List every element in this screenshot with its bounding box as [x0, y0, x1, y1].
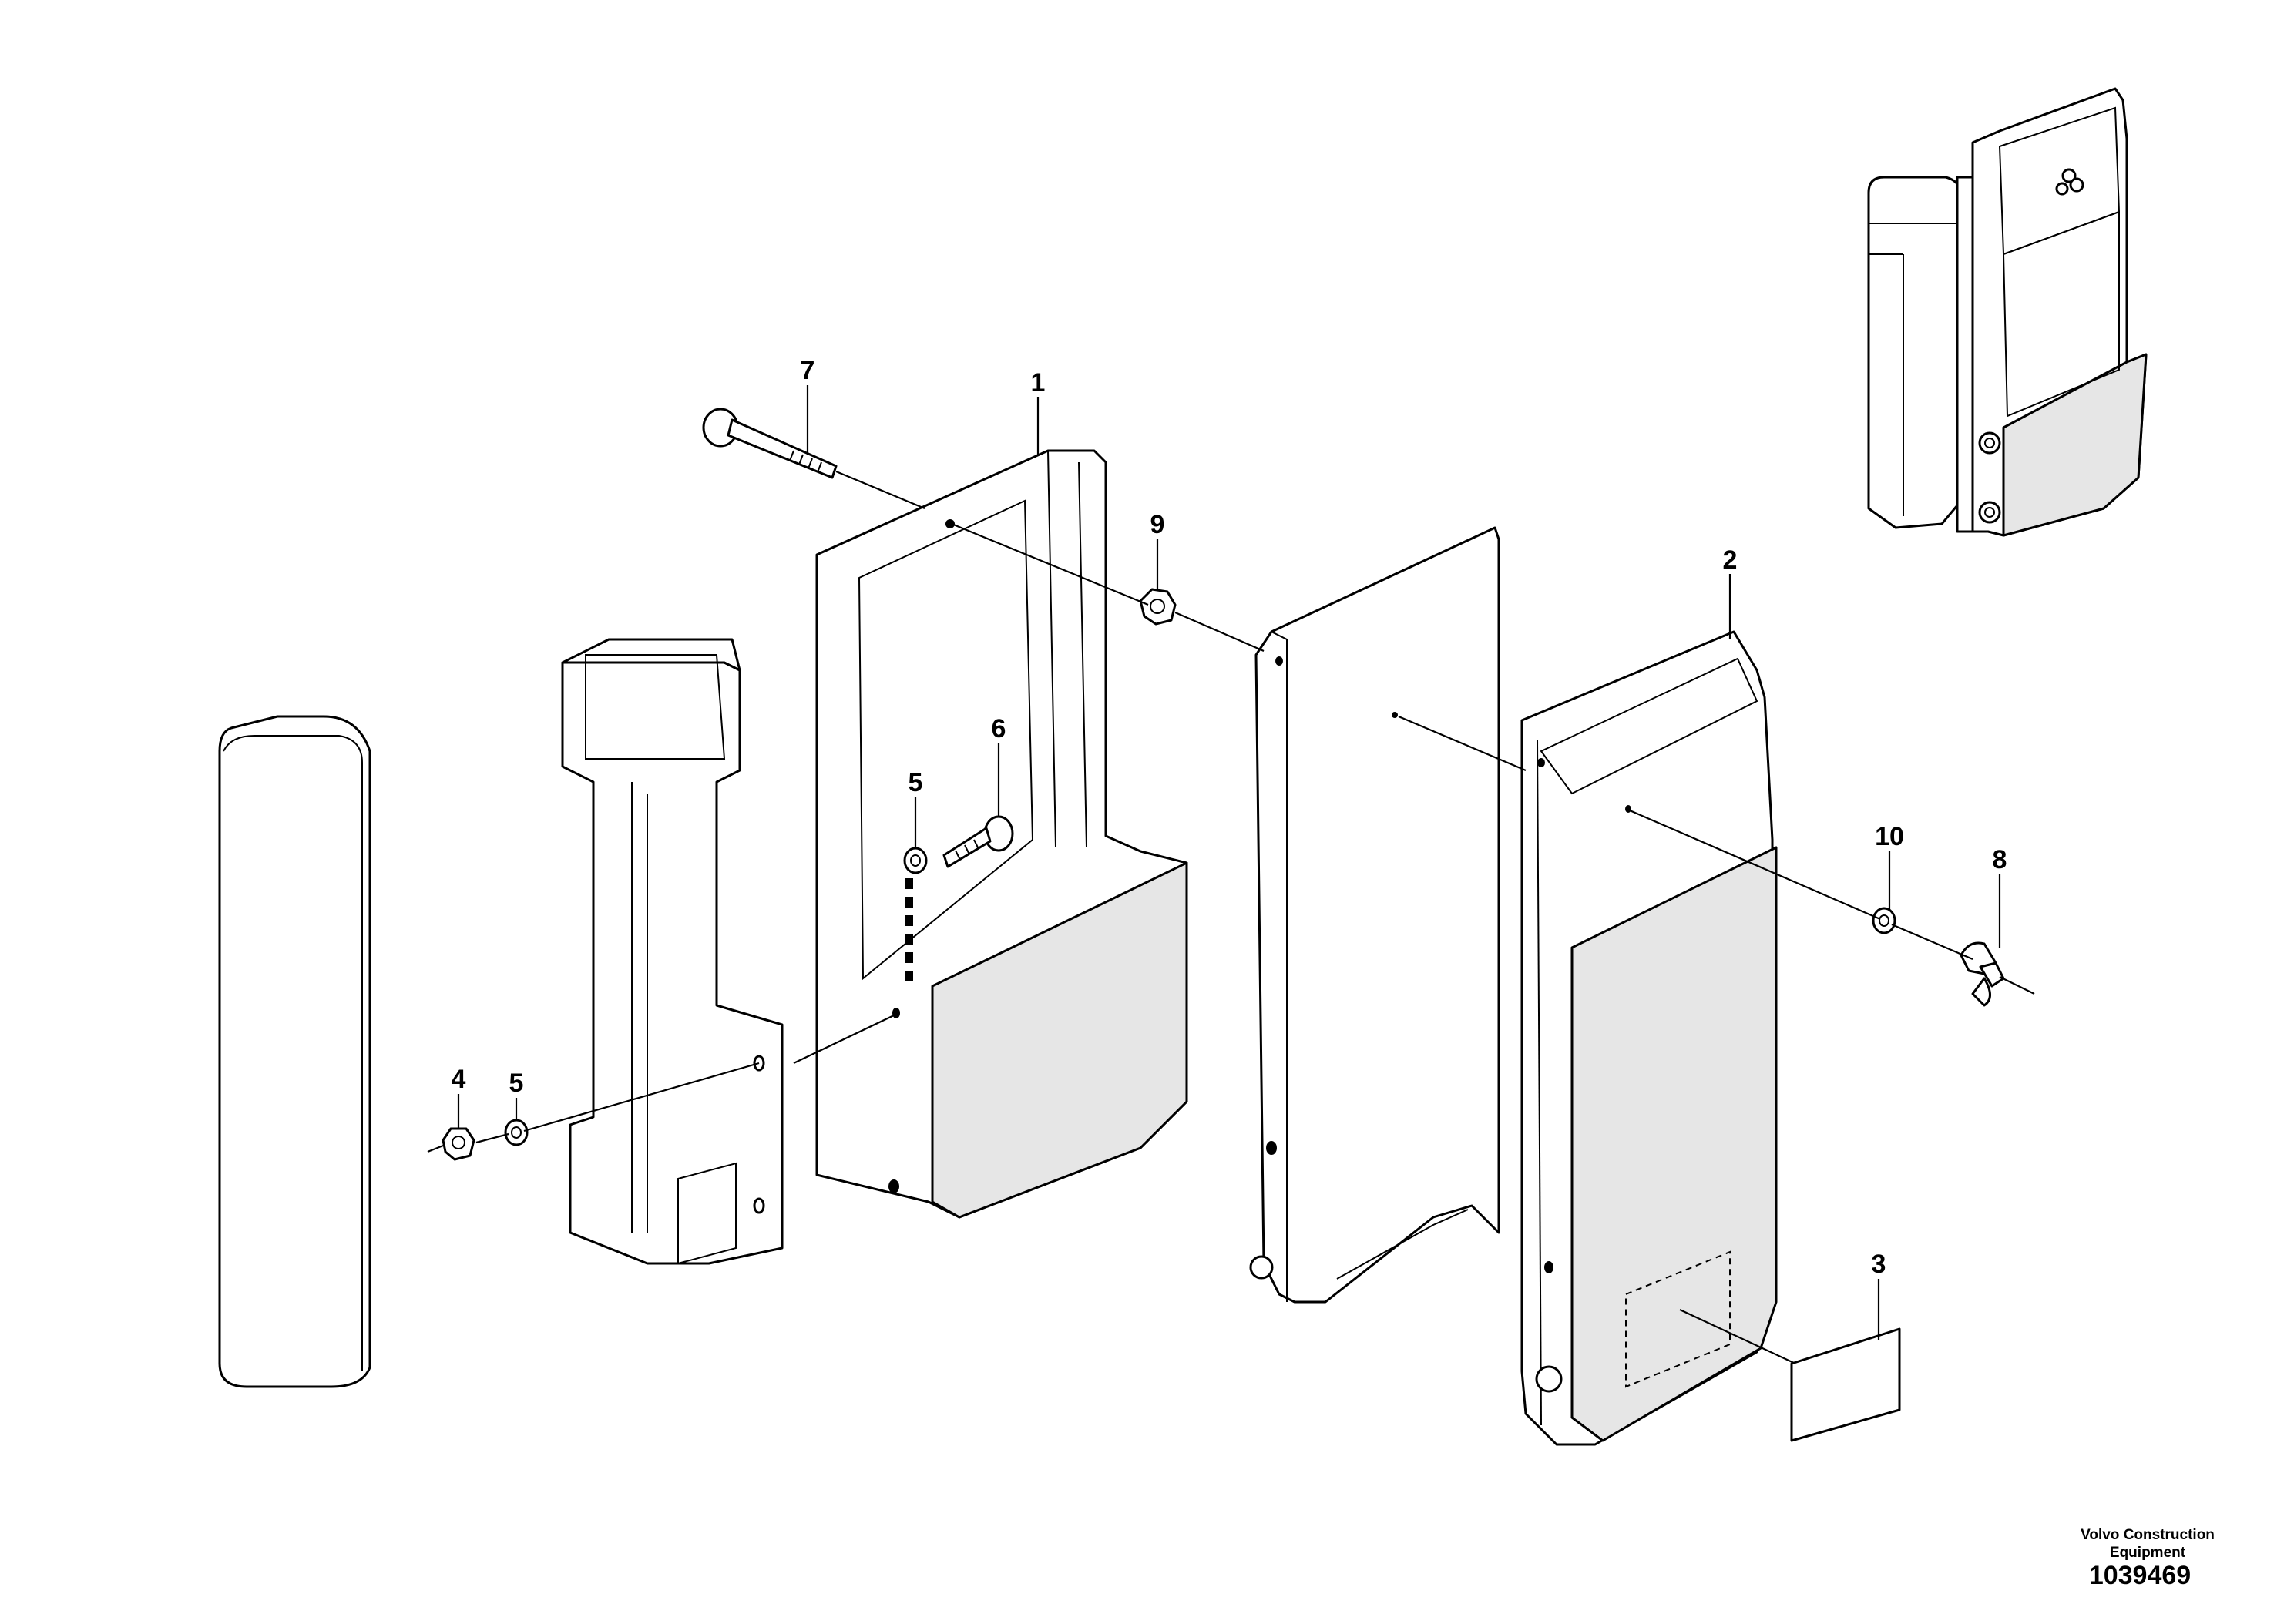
washer-part-right — [1872, 907, 1896, 934]
callout-leaders — [457, 385, 2001, 1340]
callout-6: 6 — [992, 714, 1006, 743]
callout-1: 1 — [1031, 368, 1046, 398]
washer-part-lower — [504, 1119, 529, 1146]
callout-7: 7 — [801, 356, 815, 385]
washer-part-upper — [903, 847, 928, 874]
callout-2: 2 — [1723, 545, 1738, 575]
drawing-number: 1039469 — [2088, 1561, 2192, 1590]
long-screw-part — [702, 408, 838, 479]
cover-part — [1520, 630, 1778, 1446]
mounting-plate-part — [1249, 526, 1500, 1304]
brand-line-2: Equipment — [2109, 1545, 2186, 1561]
assembled-inset-view — [1867, 87, 2148, 537]
callout-8: 8 — [1993, 845, 2007, 874]
callout-9: 9 — [1150, 510, 1165, 539]
callout-10: 10 — [1875, 822, 1904, 851]
brand-line-1: Volvo Construction — [2081, 1527, 2215, 1543]
holder-bracket-part — [561, 638, 784, 1265]
decal-part — [1790, 1327, 1901, 1442]
wing-nut-part — [1960, 941, 2005, 1007]
callout-3: 3 — [1872, 1250, 1886, 1279]
callout-5-upper: 5 — [909, 768, 923, 797]
flange-nut-part — [442, 1127, 475, 1161]
assembly-axis-lines — [427, 470, 2035, 1364]
callout-4: 4 — [452, 1065, 466, 1094]
callout-5-lower: 5 — [509, 1069, 524, 1098]
end-cap-part — [218, 715, 371, 1388]
nut-part — [1139, 588, 1177, 626]
